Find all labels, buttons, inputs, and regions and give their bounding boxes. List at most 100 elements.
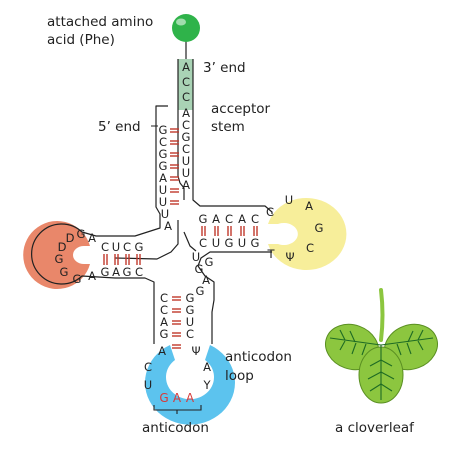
nucleotide: C xyxy=(186,327,194,341)
acceptor-end-highlight xyxy=(178,59,193,110)
anticodon-loop-nucleotides: C U A Y xyxy=(144,360,212,392)
nucleotide: G xyxy=(159,147,168,161)
d-loop-nucleotides: A G D D G G G A xyxy=(55,227,97,286)
backbone-outer xyxy=(31,59,185,344)
nucleotide: G xyxy=(199,212,208,226)
d-stem-top: C U C G xyxy=(101,240,143,254)
nucleotide: A xyxy=(88,231,96,245)
nucleotide: G xyxy=(159,159,168,173)
acceptor-connector: U A xyxy=(161,207,172,233)
nucleotide: G xyxy=(55,252,64,266)
d-stem-bottom: G A G C xyxy=(101,265,143,279)
nucleotide: G xyxy=(77,227,86,241)
nucleotide: C xyxy=(225,212,233,226)
nucleotide: C xyxy=(182,118,190,132)
nucleotide: G xyxy=(123,265,132,279)
nucleotide: Ψ xyxy=(191,344,200,358)
nucleotide: G xyxy=(186,303,195,317)
anticodon-loop-label-line2: loop xyxy=(225,368,254,384)
amino-acid-sphere xyxy=(172,14,200,42)
anticodon-stem-3prime-strand: G G U C Ψ xyxy=(186,291,201,358)
nucleotide: A xyxy=(158,344,166,358)
nucleotide: U xyxy=(238,236,246,250)
anticodon-label: anticodon xyxy=(142,420,209,436)
nucleotide: C xyxy=(199,236,207,250)
nucleotide: U xyxy=(159,195,167,209)
nucleotide: U xyxy=(285,193,293,207)
nucleotide: C xyxy=(101,240,109,254)
backbone-stem-bridge xyxy=(114,220,197,260)
nucleotide: A xyxy=(182,60,190,74)
nucleotide: A xyxy=(182,106,190,120)
nucleotide: U xyxy=(186,315,194,329)
t-stem-pairs xyxy=(201,226,258,236)
nucleotide: D xyxy=(58,240,67,254)
nucleotide: U xyxy=(182,154,190,168)
anticodon-bases: G A A xyxy=(159,391,195,405)
nucleotide: G xyxy=(160,327,169,341)
anticodon-loop-label-line1: anticodon xyxy=(225,349,292,365)
nucleotide: A xyxy=(164,219,172,233)
clover-veins xyxy=(329,329,434,400)
nucleotide: G xyxy=(195,262,204,276)
nucleotide: C xyxy=(306,241,314,255)
cloverleaf-icon xyxy=(325,288,438,404)
five-prime-label: 5’ end xyxy=(98,119,141,135)
anticodon-stem-5prime-strand: C C A G A xyxy=(158,291,168,358)
nucleotide: A xyxy=(112,265,120,279)
anticodon-bracket xyxy=(153,405,202,414)
anticodon-base: A xyxy=(186,391,195,405)
nucleotide: Ψ xyxy=(285,250,294,264)
nucleotide: G xyxy=(225,236,234,250)
nucleotide: G xyxy=(251,236,260,250)
nucleotide: G xyxy=(101,265,110,279)
nucleotide: U xyxy=(159,183,167,197)
variable-loop-nucleotides: U G A G G xyxy=(192,250,214,298)
clover-stem xyxy=(379,288,385,342)
nucleotide: A xyxy=(305,199,313,213)
acceptor-stem-3prime-strand: A C G C U U A xyxy=(182,106,191,192)
nucleotide: G xyxy=(205,255,214,269)
anticodon-base: G xyxy=(159,391,168,405)
nucleotide: A xyxy=(202,273,210,287)
d-loop-region xyxy=(23,221,90,289)
nucleotide: G xyxy=(196,284,205,298)
nucleotide: G xyxy=(159,123,168,137)
nucleotide: G xyxy=(73,272,82,286)
nucleotide: C xyxy=(182,142,190,156)
nucleotide: C xyxy=(144,360,152,374)
nucleotide: Y xyxy=(202,378,211,392)
nucleotide: A xyxy=(160,315,168,329)
cloverleaf-label: a cloverleaf xyxy=(335,420,415,436)
nucleotide: T xyxy=(266,247,275,261)
nucleotide: C xyxy=(182,90,190,104)
nucleotide: C xyxy=(251,212,259,226)
t-stem-bottom: C U G U G xyxy=(199,236,259,250)
nucleotide: A xyxy=(159,171,167,185)
nucleotide: A xyxy=(88,269,96,283)
acceptor-stem-5prime-strand: G C G G A U U xyxy=(159,123,168,209)
nucleotide: C xyxy=(123,240,131,254)
nucleotide: G xyxy=(315,221,324,235)
nucleotide: U xyxy=(112,240,120,254)
nucleotide: U xyxy=(212,236,220,250)
amino-acid-highlight xyxy=(176,18,186,26)
acceptor-stem-label-line1: acceptor xyxy=(211,101,271,117)
nucleotide: C xyxy=(159,135,167,149)
nucleotide: G xyxy=(186,291,195,305)
nucleotide: A xyxy=(238,212,246,226)
nucleotide: U xyxy=(161,207,169,221)
nucleotide: D xyxy=(66,231,75,245)
nucleotide: C xyxy=(135,265,143,279)
t-loop-region xyxy=(268,198,347,270)
nucleotide: A xyxy=(182,178,190,192)
nucleotide: A xyxy=(203,360,211,374)
acceptor-3prime-end: A C C xyxy=(182,60,190,104)
nucleotide: C xyxy=(266,205,274,219)
nucleotide: A xyxy=(212,212,220,226)
nucleotide: U xyxy=(192,250,200,264)
nucleotide: U xyxy=(144,378,152,392)
d-stem-pairs xyxy=(103,254,141,265)
